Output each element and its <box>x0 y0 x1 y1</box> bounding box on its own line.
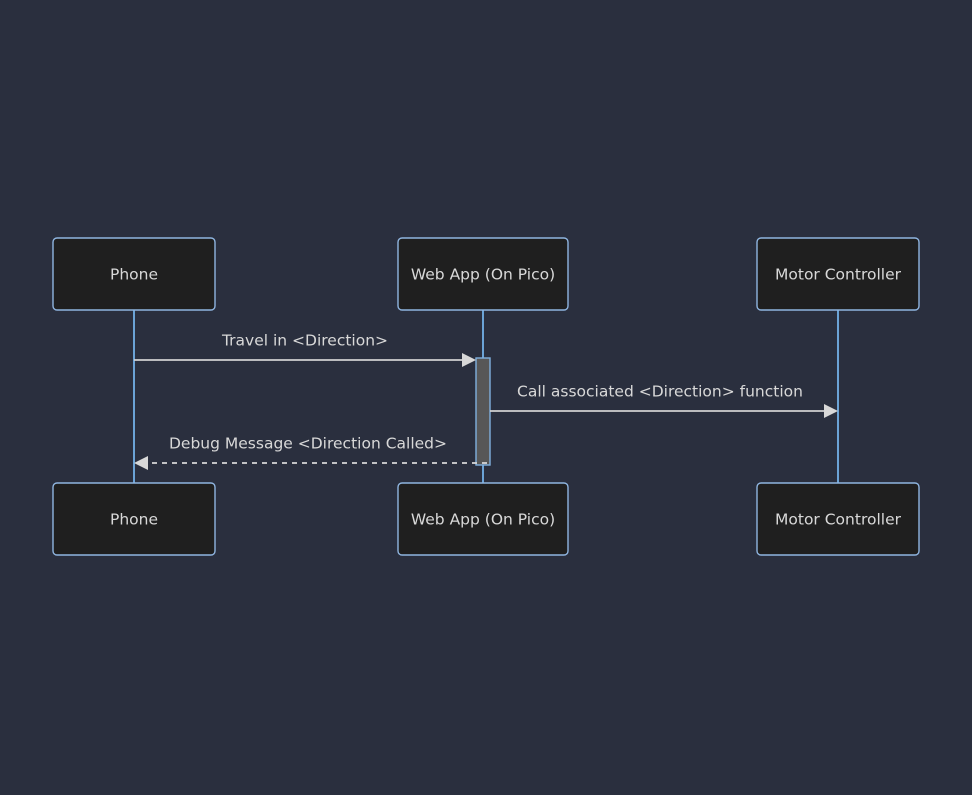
arrowhead-right-travel <box>462 353 476 367</box>
message-label-debug: Debug Message <Direction Called> <box>169 435 447 453</box>
messages-layer: Travel in <Direction> Call associated <D… <box>134 332 838 471</box>
actor-box-motor-bottom[interactable]: Motor Controller <box>756 482 920 556</box>
actor-rect-motor-bottom <box>756 482 920 556</box>
arrowhead-right-call-function <box>824 404 838 418</box>
actor-box-webapp-top[interactable]: Web App (On Pico) <box>397 237 569 311</box>
actor-box-phone-top[interactable]: Phone <box>52 237 216 311</box>
actor-rect-phone-bottom <box>52 482 216 556</box>
activation-bar-webapp <box>475 357 491 466</box>
actor-label-motor-top: Motor Controller <box>775 266 902 284</box>
message-call-associated-function[interactable]: Call associated <Direction> function <box>490 383 838 419</box>
actor-box-phone-bottom[interactable]: Phone <box>52 482 216 556</box>
actor-label-phone-bottom: Phone <box>110 511 158 529</box>
actor-rect-webapp-top <box>397 237 569 311</box>
actor-box-webapp-bottom[interactable]: Web App (On Pico) <box>397 482 569 556</box>
actor-label-webapp-top: Web App (On Pico) <box>411 266 555 284</box>
actor-rect-phone-top <box>52 237 216 311</box>
actor-rect-webapp-bottom <box>397 482 569 556</box>
message-debug-return[interactable]: Debug Message <Direction Called> <box>134 435 487 471</box>
arrowhead-left-debug <box>134 456 148 470</box>
actor-box-motor-top[interactable]: Motor Controller <box>756 237 920 311</box>
activations-layer <box>475 357 491 466</box>
message-label-call-function: Call associated <Direction> function <box>517 383 803 401</box>
message-label-travel: Travel in <Direction> <box>221 332 388 350</box>
actor-label-motor-bottom: Motor Controller <box>775 511 902 529</box>
actor-rect-motor-top <box>756 237 920 311</box>
message-travel-in-direction[interactable]: Travel in <Direction> <box>134 332 476 368</box>
actor-label-phone-top: Phone <box>110 266 158 284</box>
actor-boxes-bottom: Phone Web App (On Pico) Motor Controller <box>52 482 920 556</box>
actor-boxes-top: Phone Web App (On Pico) Motor Controller <box>52 237 920 311</box>
actor-label-webapp-bottom: Web App (On Pico) <box>411 511 555 529</box>
